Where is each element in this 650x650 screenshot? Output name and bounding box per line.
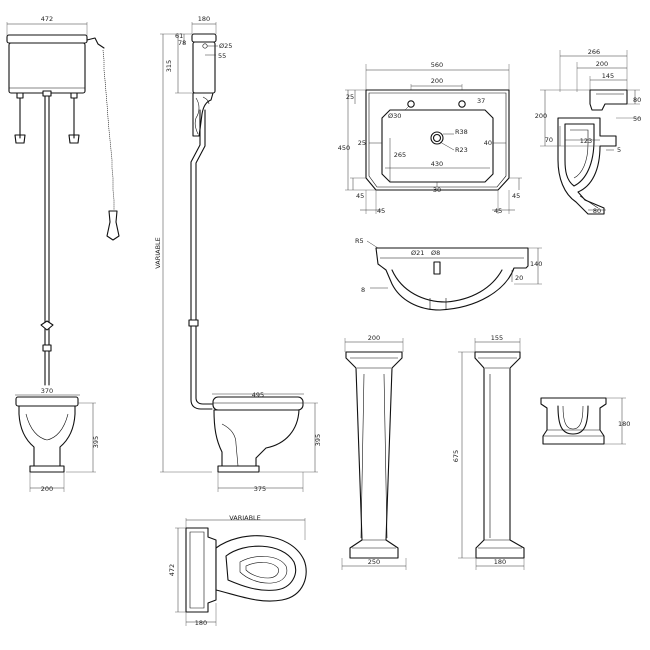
cistern-side <box>192 41 216 94</box>
dim-basin-depth: 450 <box>338 144 350 152</box>
dim-tap-hole: Ø30 <box>388 112 401 120</box>
dim-cistern-height-side: 315 <box>165 60 173 72</box>
bowl-side-plinth <box>217 465 260 473</box>
dim-basin-side-25: 25 <box>358 139 366 147</box>
flush-lever <box>86 37 105 49</box>
basin-section-body <box>375 247 529 311</box>
dim-basin-width: 560 <box>431 61 443 69</box>
pedestal-side-outline <box>474 351 525 559</box>
dim-corner-45-right: 45 <box>494 207 502 215</box>
dim-base-width-front: 200 <box>41 485 53 493</box>
dim-bowl-projection: 495 <box>252 391 264 399</box>
basin-side-view: 266 200 145 200 80 50 70 123 5 80 <box>535 48 641 215</box>
dim-basin-side-depth: 266 <box>588 48 600 56</box>
dim-bowl-depth: 265 <box>394 151 406 159</box>
bowl-seat <box>15 396 79 407</box>
dim-basin-side-200: 200 <box>596 60 608 68</box>
dim-section-20: 20 <box>515 274 523 282</box>
dim-basin-right-40: 40 <box>484 139 492 147</box>
basin-bowl <box>381 109 494 183</box>
tap-hole-right <box>458 100 466 108</box>
chain-handle <box>106 210 120 241</box>
dim-pedestal-top-depth: 155 <box>491 334 503 342</box>
dim-basin-side-123: 123 <box>580 137 592 145</box>
dim-chamfer-45-left: 45 <box>356 192 364 200</box>
bracket-left <box>16 92 24 99</box>
bowl-side-body <box>213 409 300 467</box>
semi-pedestal-view: 180 <box>540 397 630 445</box>
pedestal-front-outline <box>345 351 403 559</box>
dim-basin-side-50: 50 <box>633 115 641 123</box>
bowl-side-seat <box>212 396 304 411</box>
dim-waste-r38: R38 <box>455 128 468 136</box>
dim-base-depth: 375 <box>254 485 266 493</box>
wc-plan-view: VARIABLE 472 180 <box>168 514 307 627</box>
dim-basin-side-5: 5 <box>617 146 621 154</box>
ornate-bracket <box>192 92 214 137</box>
dim-hole-dia: Ø25 <box>219 42 232 50</box>
wc-front-view: 472 370 395 <box>6 15 120 493</box>
dim-pedestal-height: 675 <box>452 450 460 462</box>
dim-corner-45-left: 45 <box>377 207 385 215</box>
bowl-plinth <box>29 465 65 473</box>
bowl-body <box>18 405 76 467</box>
dim-bowl-width: 430 <box>431 160 443 168</box>
dim-pedestal-base-depth: 180 <box>494 558 506 566</box>
basin-top-rim <box>589 89 628 111</box>
pipe-clip <box>40 320 54 331</box>
dim-bowl-height-front: 395 <box>92 436 100 448</box>
dim-basin-side-80: 80 <box>633 96 641 104</box>
dim-pedestal-base-width: 250 <box>368 558 380 566</box>
plan-bowl <box>215 535 307 602</box>
dim-basin-side-145: 145 <box>602 72 614 80</box>
dim-section-hole-21: Ø21 <box>411 249 424 257</box>
cistern-lid <box>6 34 88 44</box>
dim-semi-pedestal-height: 180 <box>618 420 630 428</box>
plan-bowl-seat <box>239 556 288 584</box>
waste-inner <box>432 133 442 143</box>
basin-plan-view: 560 200 25 37 Ø30 R38 R23 450 25 265 430 <box>338 61 522 215</box>
dim-section-8: 8 <box>361 286 365 294</box>
dim-section-height: 140 <box>530 260 542 268</box>
dim-plan-cistern-depth: 180 <box>195 619 207 627</box>
dim-cistern-depth-side: 180 <box>198 15 210 23</box>
dim-pedestal-top-width: 200 <box>368 334 380 342</box>
bracket-right <box>70 92 78 99</box>
dim-tap-centres: 200 <box>431 77 443 85</box>
dim-basin-side-base-80: 80 <box>593 207 601 215</box>
dim-55: 55 <box>218 52 226 60</box>
dim-basin-side-70: 70 <box>545 136 553 144</box>
dim-waste-r23: R23 <box>455 146 468 154</box>
dim-basin-bottom-30: 30 <box>433 186 441 194</box>
dim-bowl-width-front: 370 <box>41 387 53 395</box>
dim-basin-side-height: 200 <box>535 112 547 120</box>
wc-side-view: 180 315 61 78 Ø25 55 VARIABLE 495 <box>154 15 322 493</box>
dim-plan-cistern-width: 472 <box>168 564 176 576</box>
dim-78: 78 <box>178 39 186 47</box>
dim-61: 61 <box>175 32 183 40</box>
dim-pipe-height: VARIABLE <box>154 237 162 269</box>
dim-plan-projection: VARIABLE <box>229 514 261 522</box>
pedestal-front-view: 200 250 <box>341 334 407 570</box>
tap-hole-left <box>407 100 415 108</box>
dim-bowl-height-side: 395 <box>314 434 322 446</box>
basin-section-view: R5 Ø21 Ø8 140 20 8 <box>355 237 542 311</box>
dim-basin-edge-25: 25 <box>346 93 354 101</box>
pull-chain <box>102 49 115 210</box>
dim-section-r5: R5 <box>355 237 364 245</box>
dim-chamfer-45-right: 45 <box>512 192 520 200</box>
basin-profile <box>557 117 617 215</box>
dim-cistern-width-front: 472 <box>41 15 53 23</box>
cistern-body <box>8 42 86 94</box>
plan-cistern <box>185 527 217 613</box>
pedestal-side-view: 155 675 180 <box>452 334 525 570</box>
dim-section-hole-8: Ø8 <box>431 249 440 257</box>
semi-pedestal-outline <box>540 397 607 445</box>
section-tap-hole <box>433 261 441 275</box>
dim-basin-37: 37 <box>477 97 485 105</box>
